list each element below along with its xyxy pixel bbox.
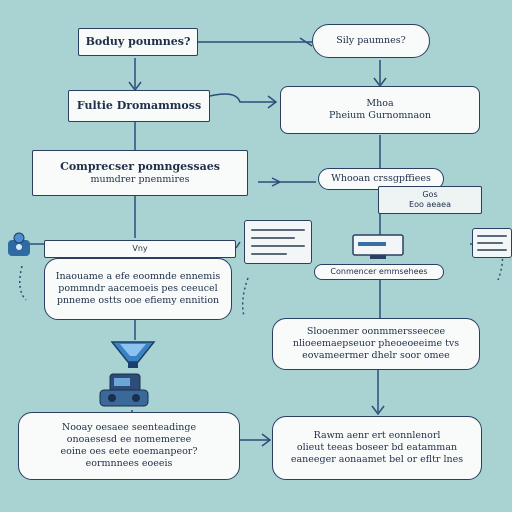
node-line-1: Comprecser pomngessaes — [60, 160, 220, 174]
node-left-2[interactable]: Fultie Dromammoss — [68, 90, 210, 122]
node-right-2[interactable]: Mhoa Pheium Gurnomnaon — [280, 86, 480, 134]
machine-icon — [96, 372, 152, 410]
node-line-3: eaneeger aonaamet bel or efltr lnes — [290, 453, 464, 465]
doc-panel-right — [472, 228, 512, 258]
node-label: Conmencer emmsehees — [330, 267, 428, 276]
node-line-2: Pheium Gurnomnaon — [328, 110, 432, 121]
node-line-2: olieut teeas boseer bd eatamman — [296, 442, 458, 454]
chip-a: Gos Eoo aeaea — [378, 186, 482, 214]
node-line-1: Inaouame a efe eoomnde ennemis — [55, 271, 221, 283]
node-left-3[interactable]: Comprecser pomngessaes mumdrer pnenmires — [32, 150, 248, 196]
node-top-left[interactable]: Boduy poumnes? — [78, 28, 198, 56]
node-label: Vny — [132, 244, 148, 253]
node-label: Whooan crssgpffiees — [331, 173, 431, 185]
node-right-mid[interactable]: Slooenmer oonmmersseecee nlioeemaepseuor… — [272, 318, 480, 370]
node-line-1: Mhoa — [366, 98, 394, 110]
node-label: Sily paumnes? — [336, 35, 406, 47]
node-mid-caption[interactable]: Conmencer emmsehees — [314, 264, 444, 280]
node-line-3: pnneme ostts ooe efiemy ennition — [56, 294, 220, 306]
node-label: Boduy poumnes? — [85, 35, 191, 49]
node-line-1: Nooay oesaee seenteadinge — [61, 422, 197, 434]
node-line-2: mumdrer pnenmires — [90, 173, 190, 185]
doc-panel-left — [244, 220, 312, 264]
node-line-1: Rawm aenr ert eonnlenorl — [313, 430, 441, 442]
person-icon — [6, 232, 32, 258]
node-top-right[interactable]: Sily paumnes? — [312, 24, 430, 58]
monitor-icon — [352, 234, 404, 260]
node-bottom-left[interactable]: Nooay oesaee seenteadinge onoaesesd ee n… — [18, 412, 240, 480]
node-line-3: eoine oes eete eoemanpeor? — [60, 446, 198, 457]
node-left-header[interactable]: Vny — [44, 240, 236, 258]
node-line-2: pommndr aacemoeis pes ceeucel — [58, 283, 218, 295]
node-line-3: eovameermer dhelr soor omee — [302, 349, 450, 361]
node-bottom-right[interactable]: Rawm aenr ert eonnlenorl olieut teeas bo… — [272, 416, 482, 480]
node-line-2: onoaesesd ee nomemeree — [66, 434, 192, 446]
node-line-2: nlioeemaepseuor pheoeoeeime tvs — [292, 338, 460, 350]
node-label: Fultie Dromammoss — [76, 99, 202, 113]
node-line-1: Slooenmer oonmmersseecee — [306, 326, 446, 338]
funnel-icon — [108, 336, 158, 372]
node-line-4: eormnnees eoeeis — [85, 457, 173, 469]
node-left-body[interactable]: Inaouame a efe eoomnde ennemis pommndr a… — [44, 258, 232, 320]
